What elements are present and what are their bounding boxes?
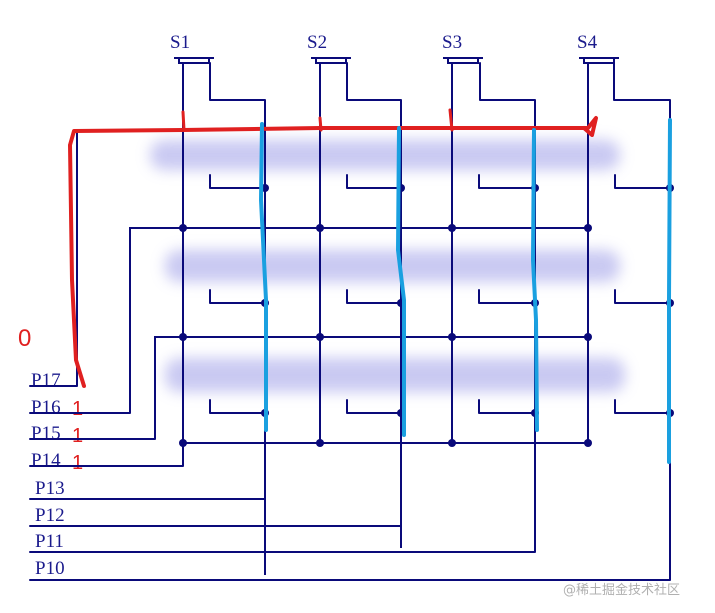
switch-label-s3: S3 — [442, 32, 462, 53]
dot-row-1-2 — [316, 224, 324, 232]
pin-label-p14: P14 — [31, 450, 61, 471]
dot-row-1-4 — [584, 224, 592, 232]
switch-label-s2: S2 — [307, 32, 327, 53]
cell-hook-r1-c1 — [209, 174, 266, 189]
cell-hook-r3-c4 — [614, 399, 671, 414]
blue-trace-col-4 — [667, 118, 672, 464]
cell-hook-r1-c4 — [614, 174, 671, 189]
blue-trace-col-3 — [531, 128, 539, 432]
switch-right-leg-3 — [479, 62, 536, 131]
dot-row-3-3 — [448, 439, 456, 447]
dot-row-2-2 — [316, 333, 324, 341]
pin-line-p15 — [29, 336, 156, 440]
pin-line-p14 — [29, 442, 184, 467]
cell-hook-r1-c2 — [346, 174, 402, 189]
cell-hook-r3-c2 — [346, 399, 402, 414]
cell-hook-r2-c3 — [478, 289, 536, 304]
switch-right-leg-4 — [613, 62, 671, 131]
switch-label-s4: S4 — [577, 32, 598, 53]
pin-label-p13: P13 — [35, 478, 65, 499]
watermark-text: @稀土掘金技术社区 — [563, 582, 680, 598]
blue-trace-col-1 — [259, 122, 268, 432]
red-tick-s2 — [318, 116, 323, 132]
pin-line-p10 — [29, 409, 671, 581]
cell-hook-r3-c3 — [478, 399, 536, 414]
pin-label-p11: P11 — [35, 531, 64, 552]
junction-dots — [179, 184, 674, 447]
pin-line-p11 — [29, 409, 536, 553]
red-tick-s3 — [448, 108, 454, 132]
red-trace-p17 — [68, 116, 598, 388]
cell-hook-r3-c1 — [209, 399, 266, 414]
dot-row-1-3 — [448, 224, 456, 232]
switch-right-leg-2 — [346, 62, 402, 131]
dot-row-2-1 — [179, 333, 187, 341]
dot-row-3-1 — [179, 439, 187, 447]
red-tick-s1 — [181, 110, 186, 132]
annotation-one-p15: 1 — [72, 425, 83, 447]
pin-line-p12 — [29, 409, 402, 527]
cell-hook-r2-c2 — [346, 289, 402, 304]
dot-row-2-4 — [584, 333, 592, 341]
dot-row-3-4 — [584, 439, 592, 447]
annotation-zero: 0 — [18, 325, 31, 352]
matrix-wires — [29, 57, 671, 581]
cell-hook-r2-c4 — [614, 289, 671, 304]
pin-line-p16 — [29, 227, 131, 414]
pin-label-p12: P12 — [35, 505, 65, 526]
blur-row-3 — [165, 358, 625, 392]
dot-row-1-1 — [179, 224, 187, 232]
blurred-regions — [150, 140, 625, 392]
pin-label-p10: P10 — [35, 558, 65, 579]
annotation-one-p14: 1 — [72, 452, 83, 474]
switch-right-leg-1 — [209, 62, 266, 131]
cell-hook-r2-c1 — [209, 289, 266, 304]
dot-row-3-2 — [316, 439, 324, 447]
switch-label-s1: S1 — [170, 32, 190, 53]
pin-label-p17: P17 — [31, 370, 61, 391]
highlight-traces — [68, 108, 672, 464]
blur-row-1 — [150, 140, 620, 170]
annotation-one-p16: 1 — [72, 398, 83, 420]
cell-hook-r1-c3 — [478, 174, 536, 189]
pin-label-p15: P15 — [31, 423, 61, 444]
pin-line-p13 — [29, 409, 266, 500]
pin-label-p16: P16 — [31, 397, 61, 418]
blur-row-2 — [165, 250, 620, 282]
dot-row-2-3 — [448, 333, 456, 341]
blue-trace-col-2 — [396, 126, 406, 437]
